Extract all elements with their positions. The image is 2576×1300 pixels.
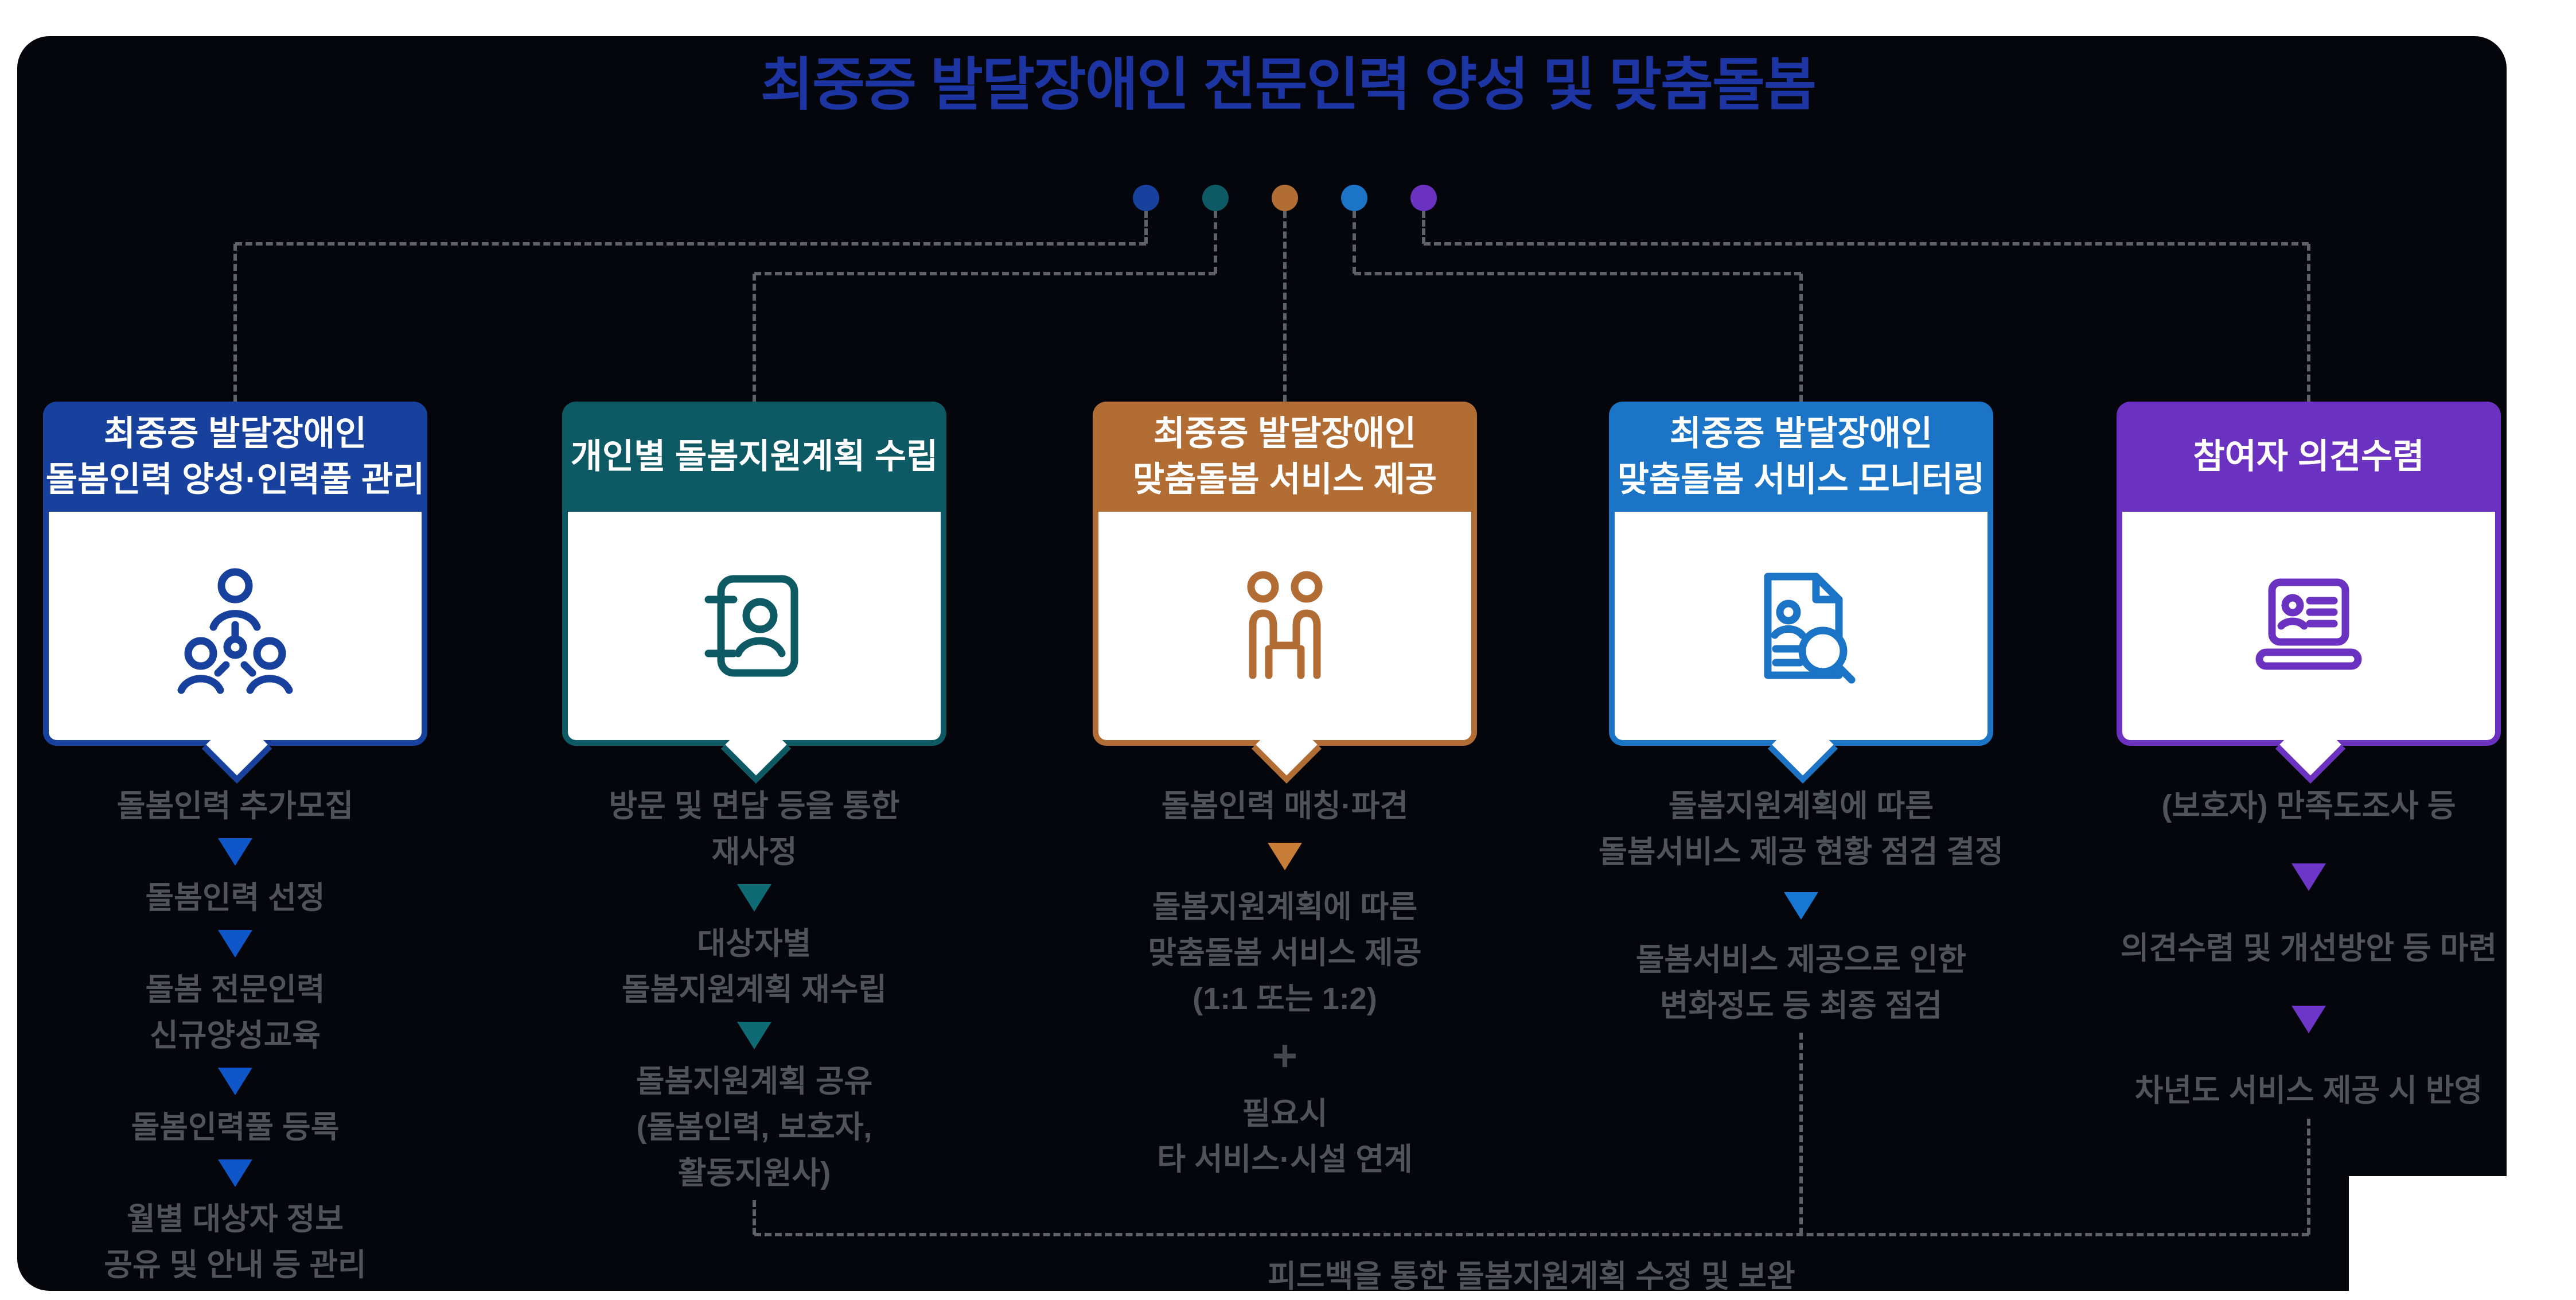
card-care-plan: 개인별 돌봄지원계획 수립 [562, 402, 946, 784]
feedback-connector-line [1799, 1033, 1803, 1235]
connector-line [233, 244, 237, 402]
down-arrow-icon [218, 1159, 252, 1187]
step-label: 돌봄인력 추가모집 [116, 789, 354, 823]
down-arrow-icon [218, 838, 252, 866]
laptop-survey-icon [2255, 578, 2362, 670]
step-label: 돌봄인력풀 등록 [131, 1110, 340, 1145]
steps-service-provision: 돌봄인력 매칭·파견 돌봄지원계획에 따른 맞춤돌봄 서비스 제공 (1:1 또… [1044, 783, 1526, 1182]
step-label: 돌봄지원계획에 따른 돌봄서비스 제공 현황 점검 결정 [1599, 789, 2004, 869]
steps-monitoring: 돌봄지원계획에 따른 돌봄서비스 제공 현황 점검 결정 돌봄서비스 제공으로 … [1560, 783, 2042, 1029]
down-arrow-icon [737, 884, 771, 912]
steps-care-plan: 방문 및 면담 등을 통한 재사정 대상자별 돌봄지원계획 재수립 돌봄지원계획… [513, 783, 995, 1196]
card-header: 최중증 발달장애인 맞춤돌봄 서비스 제공 [1093, 402, 1477, 512]
card-header: 참여자 의견수렴 [2117, 402, 2501, 512]
card-feedback-collection: 참여자 의견수렴 [2117, 402, 2501, 784]
connector-line [1353, 211, 1356, 274]
feedback-connector-line [2307, 1119, 2310, 1235]
steps-workforce-management: 돌봄인력 추가모집 돌봄인력 선정 돌봄 전문인력 신규양성교육 돌봄인력풀 등… [0, 783, 476, 1288]
legend-dot [1410, 185, 1437, 211]
step-label: 돌봄지원계획에 따른 맞춤돌봄 서비스 제공 (1:1 또는 1:2) [1148, 890, 1422, 1016]
connector-line [1354, 272, 1801, 275]
connector-line [1799, 274, 1803, 402]
page-title: 최중증 발달장애인 전문인력 양성 및 맞춤돌봄 [761, 53, 1817, 117]
connector-line [1283, 211, 1287, 402]
connector-line [754, 272, 1215, 275]
down-arrow-icon [218, 1068, 252, 1095]
step-label: 방문 및 면담 등을 통한 재사정 [609, 789, 900, 869]
card-header: 최중증 발달장애인 맞춤돌봄 서비스 모니터링 [1609, 402, 1993, 512]
connector-line [1214, 211, 1217, 274]
step-label: (보호자) 만족도조사 등 [2161, 789, 2456, 823]
step-label: 의견수렴 및 개선방안 등 마련 [2120, 931, 2497, 966]
panel-corner-notch [2349, 1176, 2576, 1300]
down-arrow-icon [737, 1022, 771, 1049]
card-monitoring: 최중증 발달장애인 맞춤돌봄 서비스 모니터링 [1609, 402, 1993, 784]
step-label: 차년도 서비스 제공 시 반영 [2134, 1073, 2483, 1108]
step-label: 돌봄지원계획 공유 (돌봄인력, 보호자, 활동지원사) [636, 1064, 873, 1190]
connector-line [1144, 211, 1148, 244]
down-arrow-icon [1784, 892, 1818, 920]
card-header: 최중증 발달장애인 돌봄인력 양성·인력풀 관리 [43, 402, 427, 512]
down-arrow-icon [2291, 1006, 2326, 1033]
feedback-loop-label: 피드백을 통한 돌봄지원계획 수정 및 보완 [1268, 1259, 1795, 1294]
plus-separator: + [1272, 1032, 1298, 1080]
connector-line [2307, 244, 2310, 402]
feedback-connector-line [754, 1233, 2309, 1236]
step-label: 대상자별 돌봄지원계획 재수립 [621, 927, 887, 1007]
document-magnifier-icon [1764, 573, 1856, 684]
down-arrow-icon [1268, 843, 1302, 870]
down-arrow-icon [218, 930, 252, 958]
card-service-provision: 최중증 발달장애인 맞춤돌봄 서비스 제공 [1093, 402, 1477, 784]
care-plan-book-icon [704, 575, 798, 677]
card-header: 개인별 돌봄지원계획 수립 [562, 402, 946, 512]
feedback-connector-line [753, 1200, 756, 1235]
steps-feedback-collection: (보호자) 만족도조사 등 의견수렴 및 개선방안 등 마련 차년도 서비스 제… [2068, 783, 2550, 1114]
legend-dot [1133, 185, 1159, 211]
legend-dot [1272, 185, 1298, 211]
step-label: 돌봄서비스 제공으로 인한 변화정도 등 최종 점검 [1635, 943, 1967, 1023]
connector-line [1424, 242, 2309, 246]
two-people-partnership-icon [1247, 571, 1323, 679]
step-label: 돌봄인력 선정 [145, 881, 325, 915]
connector-line [235, 242, 1146, 246]
step-label: 필요시 타 서비스·시설 연계 [1157, 1096, 1413, 1177]
step-label: 월별 대상자 정보 공유 및 안내 등 관리 [104, 1202, 367, 1282]
card-workforce-management: 최중증 발달장애인 돌봄인력 양성·인력풀 관리 [43, 402, 427, 784]
step-label: 돌봄인력 매칭·파견 [1161, 789, 1409, 823]
step-label: 돌봄 전문인력 신규양성교육 [145, 972, 325, 1053]
org-chart-people-icon [177, 568, 293, 694]
down-arrow-icon [2291, 863, 2326, 891]
connector-line [1422, 211, 1425, 244]
legend-dot [1341, 185, 1367, 211]
connector-line [753, 274, 756, 402]
legend-dot [1202, 185, 1229, 211]
